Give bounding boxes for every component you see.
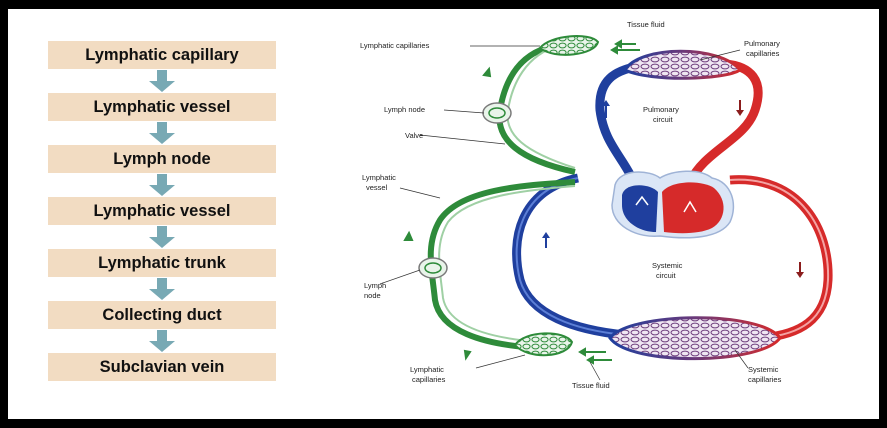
label-lymphatic-vessel-1: Lymphatic [362,173,396,182]
label-systemic-circuit-2: circuit [656,271,677,280]
label-capillaries: capillaries [746,49,780,58]
systemic-capillary-bed [610,318,780,359]
lymphatic-capillary-bed-bottom [515,333,572,355]
lymphatic-system [431,45,575,348]
systemic-vein [517,178,625,335]
lymph-node-top [483,103,511,123]
label-systemic-capillaries-1: Systemic [748,365,779,374]
label-lymph-node-bottom-2: node [364,291,381,300]
label-pulmonary: Pulmonary [744,39,780,48]
heart [612,171,733,238]
systemic-artery [730,180,828,338]
label-systemic-circuit-1: Systemic [652,261,683,270]
pulmonary-vein [690,64,758,182]
label-tissue-fluid-top: Tissue fluid [627,20,665,29]
label-lymphatic-vessel-2: vessel [366,183,388,192]
pulmonary-capillary-bed [625,51,740,78]
label-lymphatic-capillaries-bottom-1: Lymphatic [410,365,444,374]
lymphatic-capillary-bed-top [540,36,598,55]
label-pulmonary-circuit-1: Pulmonary [643,105,679,114]
label-lymphatic-capillaries-top: Lymphatic capillaries [360,41,430,50]
lymph-node-bottom [419,258,447,278]
label-tissue-fluid-bottom: Tissue fluid [572,381,610,390]
label-lymph-node-bottom-1: Lymph [364,281,386,290]
label-valve: Valve [405,131,423,140]
label-systemic-capillaries-2: capillaries [748,375,782,384]
label-lymphatic-capillaries-bottom-2: capillaries [412,375,446,384]
label-pulmonary-circuit-2: circuit [653,115,674,124]
label-lymph-node-top: Lymph node [384,105,425,114]
